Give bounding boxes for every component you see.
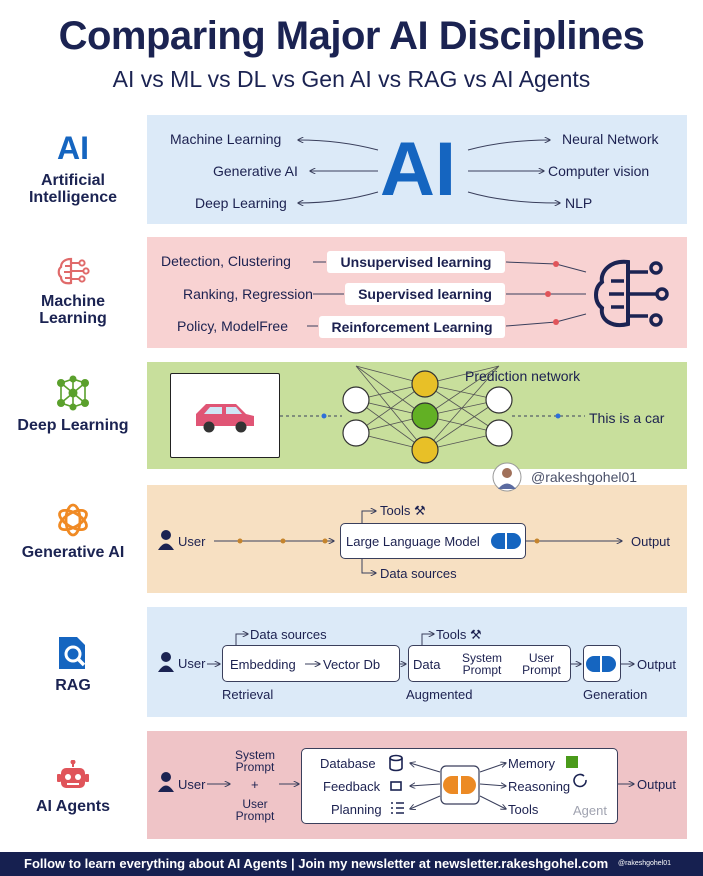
agents-output: Output	[637, 777, 677, 792]
agent-core-icon	[443, 776, 476, 794]
ai-center-text: AI	[380, 127, 456, 212]
user-icon	[158, 530, 174, 792]
gen-data-sources: Data sources	[380, 566, 457, 581]
agents-database: Database	[320, 756, 376, 771]
label-rag: RAG	[12, 633, 134, 694]
rag-user-prompt: User Prompt	[522, 651, 561, 677]
gen-user: User	[178, 534, 206, 549]
agents-user: User	[178, 777, 206, 792]
rag-user: User	[178, 656, 206, 671]
rag-embedding: Embedding	[230, 657, 296, 672]
label-ml-name: Machine Learning	[39, 293, 107, 327]
neural-network-icon	[57, 375, 89, 411]
agents-feedback: Feedback	[323, 779, 381, 794]
ml-type-2: Supervised learning	[345, 283, 505, 305]
ai-left-1: Machine Learning	[170, 131, 282, 147]
agents-plus: +	[251, 777, 259, 792]
ml-type-1: Unsupervised learning	[327, 251, 505, 273]
document-search-icon	[59, 637, 86, 669]
ml-tasks-2: Ranking, Regression	[183, 286, 313, 302]
footer-handle: @rakeshgohel01	[618, 860, 672, 867]
label-gen-name: Generative AI	[21, 544, 125, 561]
agents-tools: Tools	[508, 802, 539, 817]
agents-reasoning: Reasoning	[508, 779, 571, 794]
chip-icon	[566, 756, 578, 768]
label-dl-name: Deep Learning	[17, 417, 129, 434]
gen-output: Output	[631, 534, 671, 549]
car-icon	[196, 404, 254, 433]
footer-text: Follow to learn everything about AI Agen…	[24, 856, 609, 871]
label-dl: Deep Learning	[12, 373, 134, 434]
rag-retrieval: Retrieval	[222, 687, 274, 702]
rag-output: Output	[637, 657, 677, 672]
label-ml: Machine Learning	[12, 253, 134, 327]
panel-ai	[147, 115, 687, 224]
page-subtitle: AI vs ML vs DL vs Gen AI vs RAG vs AI Ag…	[112, 66, 591, 92]
page-title: Comparing Major AI Disciplines	[58, 14, 645, 58]
ai-right-3: NLP	[565, 195, 593, 211]
ai-left-3: Deep Learning	[195, 195, 287, 211]
rag-augmented: Augmented	[406, 687, 473, 702]
ml-tasks-1: Detection, Clustering	[161, 253, 291, 269]
agents-user-prompt: User Prompt	[235, 797, 275, 823]
agents-agent-label: Agent	[573, 803, 607, 818]
model-icon	[491, 533, 616, 672]
ml-type-3: Reinforcement Learning	[319, 316, 505, 338]
dl-output: This is a car	[589, 410, 665, 426]
openai-knot-icon	[58, 503, 88, 537]
rag-data-sources: Data sources	[250, 627, 327, 642]
dl-network-label: Prediction network	[465, 368, 581, 384]
ml-tasks-3: Policy, ModelFree	[177, 318, 289, 334]
brain-circuit-icon	[594, 259, 669, 327]
ai-left-2: Generative AI	[213, 163, 298, 179]
brain-circuit-icon	[57, 257, 90, 285]
rag-generation: Generation	[583, 687, 648, 702]
augmented-box	[408, 645, 571, 682]
agents-system-prompt: System Prompt	[234, 748, 275, 774]
ai-right-1: Neural Network	[562, 131, 659, 147]
footer-bar: Follow to learn everything about AI Agen…	[0, 852, 703, 876]
gen-tools: Tools ⚒	[380, 503, 426, 518]
gen-llm: Large Language Model	[346, 534, 480, 549]
label-agents-name: AI Agents	[35, 798, 111, 815]
ai-right-2: Computer vision	[548, 163, 650, 179]
label-agents: AI Agents	[12, 760, 134, 815]
rag-data: Data	[413, 657, 441, 672]
robot-icon	[57, 760, 89, 788]
rag-vector-db: Vector Db	[323, 657, 381, 672]
label-ai-name: Artificial Intelligence	[28, 172, 118, 206]
author-handle: @rakeshgohel01	[531, 469, 638, 485]
agents-planning: Planning	[331, 802, 382, 817]
label-ai: AI Artificial Intelligence	[12, 130, 134, 206]
rag-system-prompt: System Prompt	[461, 651, 502, 677]
agents-memory: Memory	[508, 756, 555, 771]
ai-icon: AI	[57, 130, 89, 166]
label-rag-name: RAG	[55, 677, 91, 694]
label-gen: Generative AI	[12, 500, 134, 561]
rag-tools: Tools ⚒	[436, 627, 482, 642]
